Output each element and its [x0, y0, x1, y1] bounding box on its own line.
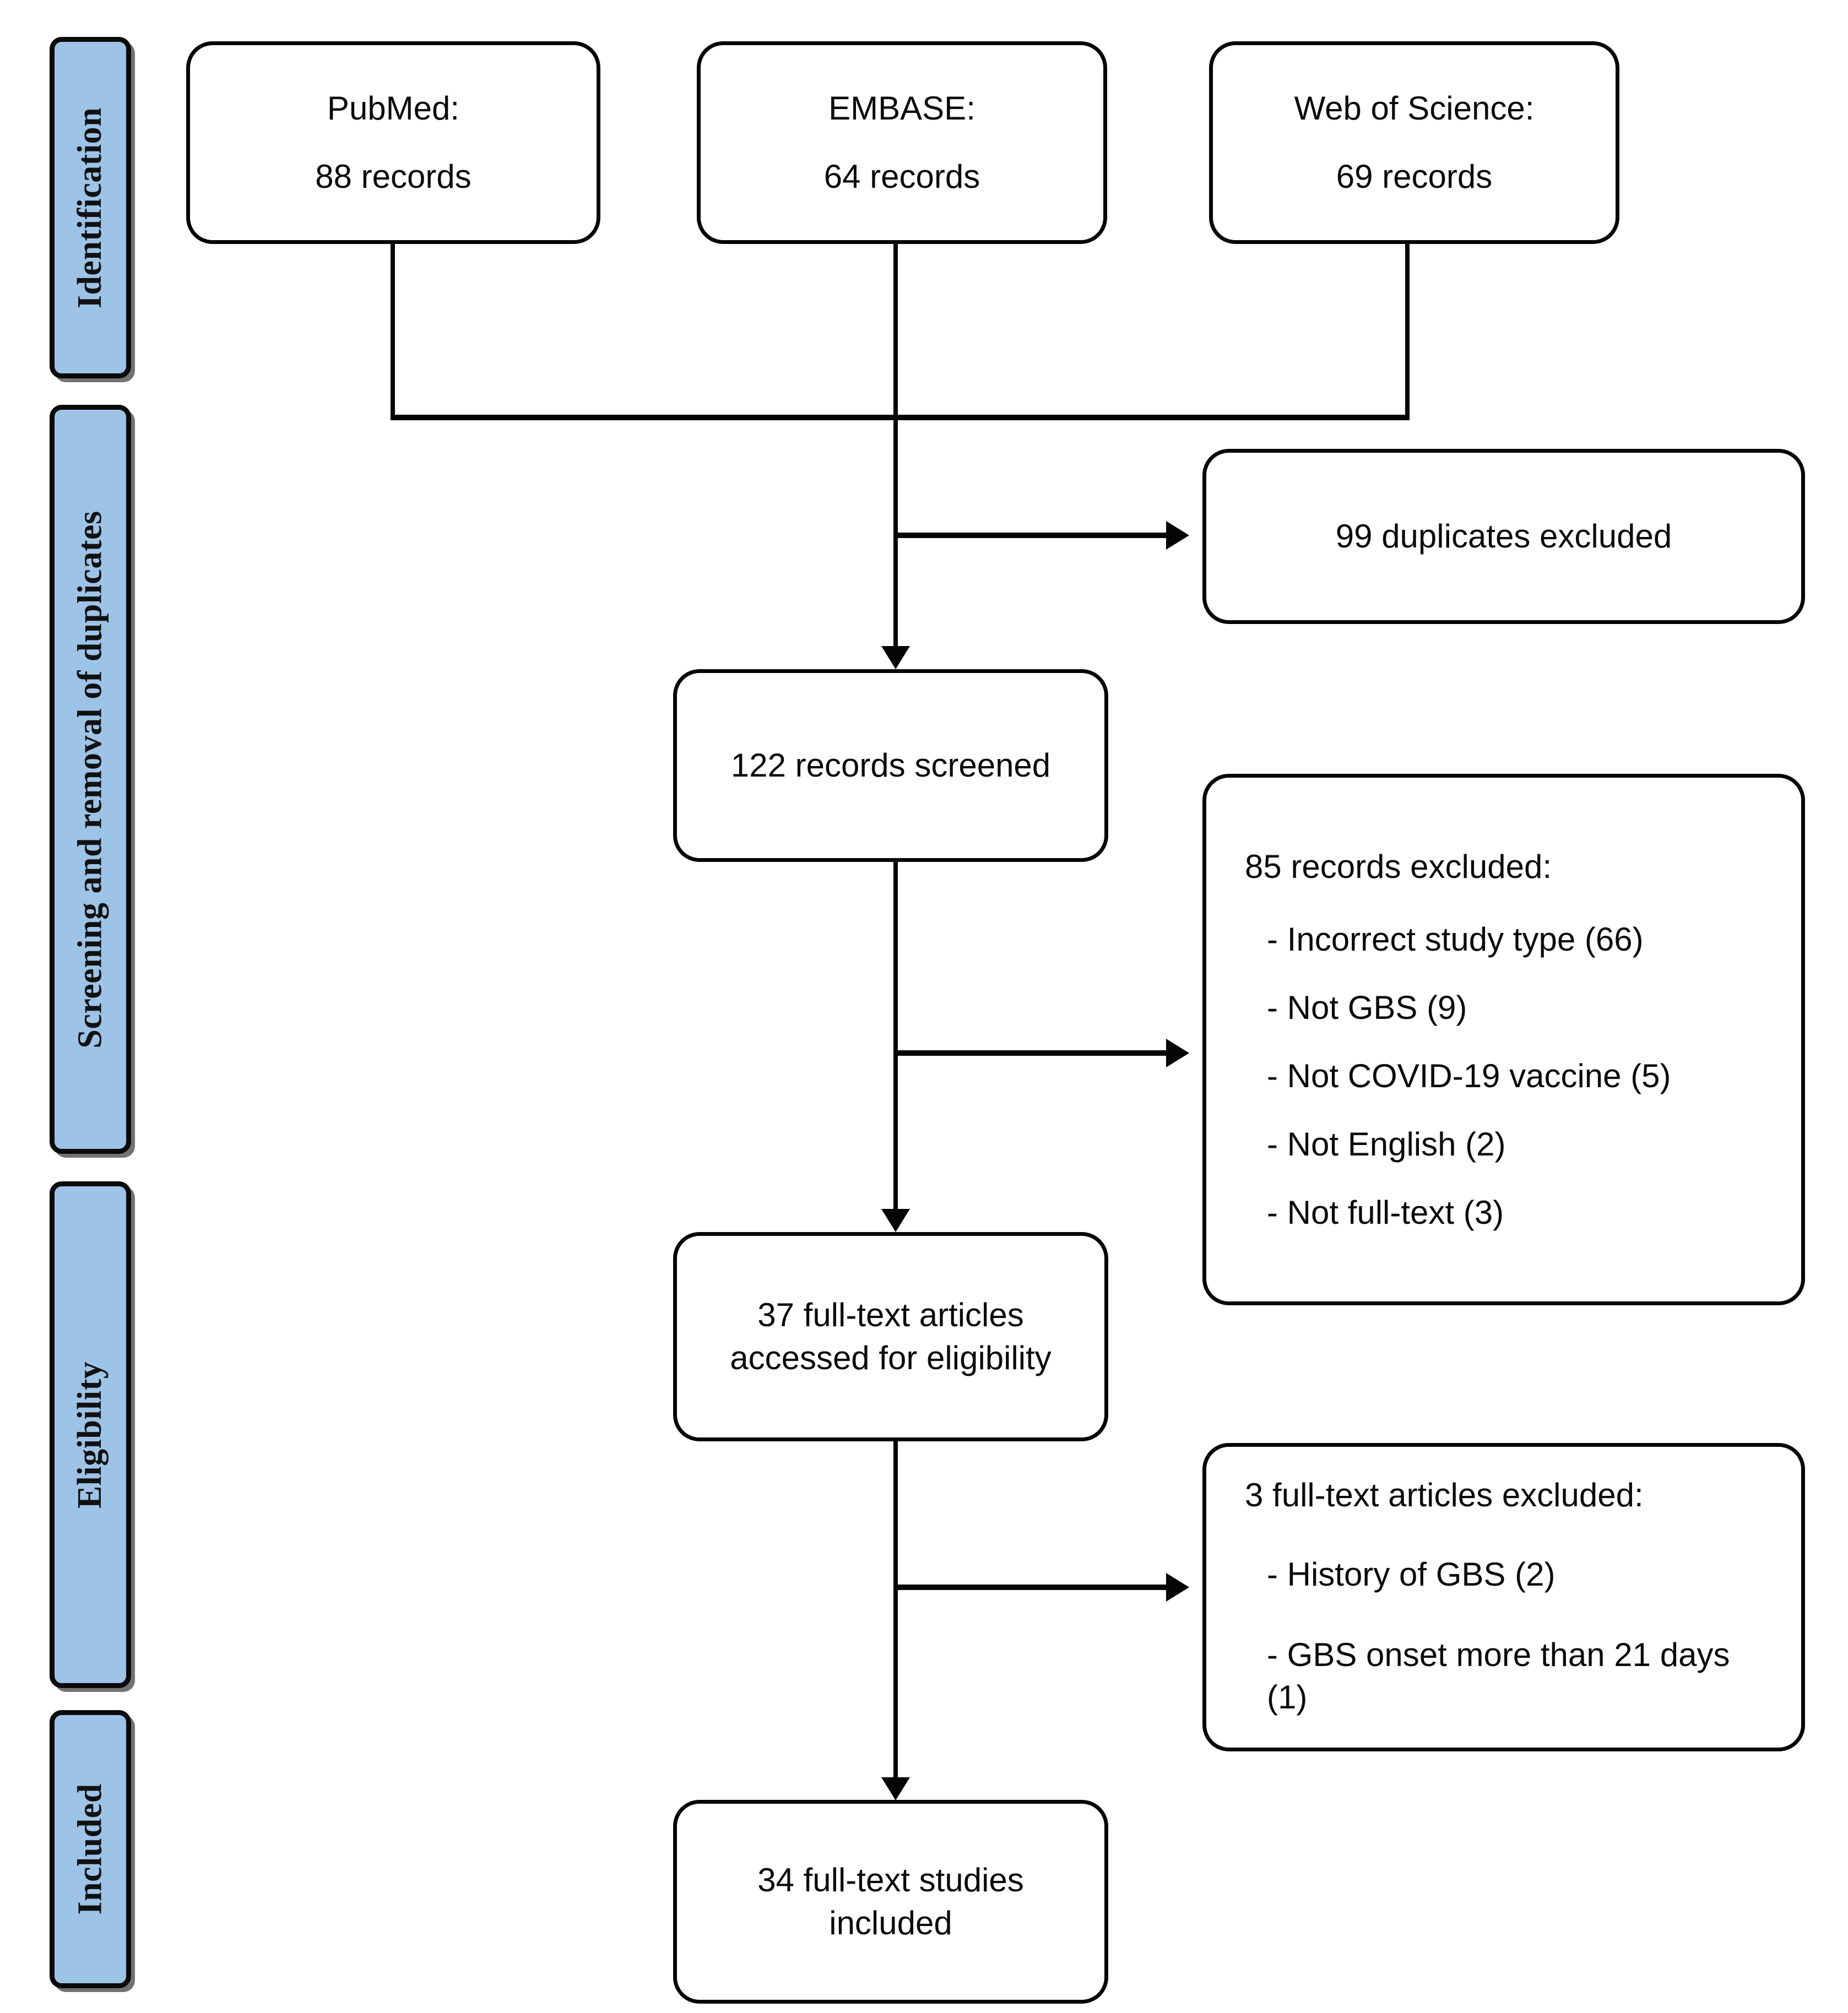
source-box-pubmed: PubMed: 88 records — [186, 41, 600, 244]
connector-screened-to-fulltext — [893, 862, 898, 1209]
arrowhead-to-screened — [881, 646, 910, 669]
arrowhead-to-studies-included — [881, 1777, 910, 1800]
records-excluded-item-2: - Not COVID-19 vaccine (5) — [1267, 1057, 1671, 1094]
stage-label-eligibility: Eligibility — [71, 1361, 109, 1509]
connector-pubmed-drop — [391, 244, 395, 419]
stage-label-screening: Screening and removal of duplicates — [71, 510, 109, 1049]
connector-to-fulltext-excluded — [893, 1585, 1166, 1590]
stage-box-eligibility: Eligibility — [50, 1181, 131, 1688]
fulltext-excluded-item-0: - History of GBS (2) — [1267, 1556, 1556, 1593]
source-count-embase: 64 records — [823, 158, 980, 195]
source-title-embase: EMBASE: — [828, 90, 976, 127]
fulltext-excluded-box: 3 full-text articles excluded: - History… — [1202, 1443, 1805, 1751]
records-excluded-heading: 85 records excluded: — [1245, 848, 1552, 885]
source-box-web-of-science: Web of Science: 69 records — [1209, 41, 1619, 244]
arrowhead-to-duplicates — [1166, 521, 1189, 550]
stage-box-identification: Identification — [50, 37, 131, 378]
stage-label-identification: Identification — [71, 107, 109, 308]
records-excluded-item-4: - Not full-text (3) — [1267, 1193, 1504, 1231]
fulltext-excluded-heading: 3 full-text articles excluded: — [1245, 1477, 1644, 1514]
fulltext-excluded-item-1: - GBS onset more than 21 days (1) — [1267, 1636, 1730, 1716]
records-excluded-item-3: - Not English (2) — [1267, 1125, 1506, 1163]
connector-to-duplicates — [893, 533, 1166, 538]
fulltext-assessed-line-1: 37 full-text articles — [757, 1296, 1024, 1333]
connector-assessed-to-included — [893, 1441, 898, 1777]
source-title-web-of-science: Web of Science: — [1294, 90, 1535, 127]
connector-wos-drop — [1405, 244, 1410, 419]
stage-box-included: Included — [50, 1710, 131, 1988]
connector-to-records-excluded — [893, 1050, 1166, 1056]
records-screened-box: 122 records screened — [673, 669, 1108, 862]
source-box-embase: EMBASE: 64 records — [697, 41, 1107, 244]
records-screened-text: 122 records screened — [730, 747, 1051, 784]
records-excluded-box: 85 records excluded: - Incorrect study t… — [1202, 774, 1805, 1305]
connector-merge-bus — [391, 415, 1410, 420]
arrowhead-to-fulltext-assessed — [881, 1209, 910, 1232]
fulltext-assessed-box: 37 full-text articles accessed for eligi… — [673, 1232, 1108, 1441]
records-excluded-item-1: - Not GBS (9) — [1267, 989, 1467, 1026]
records-excluded-item-0: - Incorrect study type (66) — [1267, 920, 1644, 958]
duplicates-excluded-text: 99 duplicates excluded — [1335, 518, 1672, 555]
stage-label-included: Included — [71, 1783, 109, 1915]
studies-included-line-2: included — [829, 1905, 952, 1941]
studies-included-box: 34 full-text studies included — [673, 1800, 1108, 2004]
connector-embase-drop — [893, 244, 898, 419]
connector-trunk-to-screened — [893, 415, 898, 646]
source-count-pubmed: 88 records — [315, 158, 472, 195]
arrowhead-to-fulltext-excluded — [1166, 1573, 1189, 1602]
fulltext-assessed-line-2: accessed for eligibility — [730, 1339, 1052, 1376]
source-title-pubmed: PubMed: — [327, 90, 460, 127]
duplicates-excluded-box: 99 duplicates excluded — [1202, 449, 1805, 624]
source-count-web-of-science: 69 records — [1336, 158, 1493, 195]
arrowhead-to-records-excluded — [1166, 1039, 1189, 1067]
stage-box-screening: Screening and removal of duplicates — [50, 405, 131, 1154]
studies-included-line-1: 34 full-text studies — [757, 1862, 1024, 1898]
